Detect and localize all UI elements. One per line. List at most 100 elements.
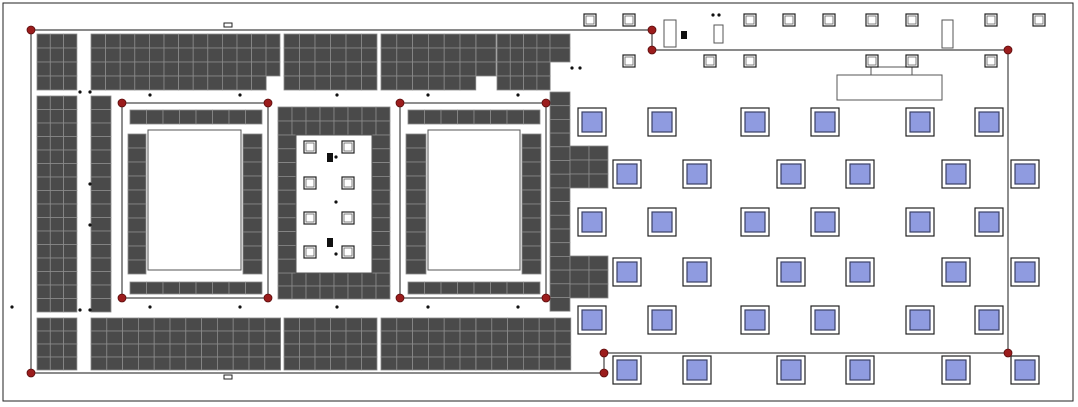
- parking-stall: [49, 95, 64, 110]
- parking-stall: [49, 217, 64, 232]
- parking-stall: [405, 245, 427, 261]
- outline-column-inner: [867, 56, 877, 66]
- parking-stall: [201, 330, 218, 345]
- outline-column: [341, 211, 355, 225]
- parking-stall: [396, 75, 413, 91]
- parking-stall: [371, 148, 391, 164]
- parking-stall: [333, 106, 349, 122]
- parking-stall: [277, 189, 297, 205]
- parking-stall: [63, 149, 78, 164]
- parking-stall: [427, 47, 445, 63]
- parking-stall: [63, 271, 78, 286]
- marker-dot: [78, 90, 82, 94]
- parking-stall: [90, 163, 112, 178]
- parking-stall: [361, 343, 378, 358]
- parking-stall: [236, 47, 253, 63]
- outline-column-inner: [305, 178, 315, 188]
- parking-stall: [333, 285, 349, 300]
- parking-stall: [549, 119, 571, 134]
- structural-column-core: [651, 309, 673, 331]
- parking-stall: [299, 317, 316, 332]
- parking-stall: [521, 133, 542, 149]
- parking-stall: [277, 120, 293, 136]
- parking-stall: [178, 33, 194, 49]
- parking-stall: [490, 109, 508, 125]
- parking-stall: [90, 230, 112, 245]
- marker-dot: [334, 252, 338, 256]
- outline-column: [303, 176, 317, 190]
- anchor-node: [599, 368, 609, 378]
- outline-column: [905, 13, 919, 27]
- parking-stall: [412, 317, 429, 332]
- parking-stall: [137, 330, 155, 345]
- parking-stall: [90, 122, 112, 137]
- parking-stall: [549, 187, 571, 202]
- parking-stall: [380, 47, 398, 63]
- parking-stall: [36, 47, 51, 63]
- parking-stall: [36, 271, 51, 286]
- parking-stall: [371, 217, 391, 233]
- parking-stall: [153, 330, 171, 345]
- parking-stall: [49, 33, 64, 49]
- parking-stall: [536, 47, 551, 63]
- parking-stall: [242, 259, 263, 275]
- parking-stall: [330, 356, 347, 371]
- left-courtyard: [121, 102, 269, 299]
- parking-stall: [345, 317, 362, 332]
- parking-stall: [49, 203, 64, 218]
- parking-stall: [49, 75, 64, 91]
- parking-stall: [90, 343, 108, 358]
- outline-column-inner: [745, 15, 755, 25]
- parking-stall: [127, 217, 147, 233]
- parking-stall: [127, 189, 147, 205]
- parking-stall: [36, 298, 51, 313]
- structural-column-core: [909, 309, 931, 331]
- parking-stall: [221, 75, 238, 91]
- parking-stall: [491, 317, 508, 332]
- marker-dot: [238, 93, 242, 97]
- parking-stall: [277, 244, 297, 260]
- parking-stall: [179, 109, 197, 125]
- outline-column: [303, 211, 317, 225]
- parking-stall: [299, 33, 316, 49]
- parking-stall: [242, 175, 263, 191]
- parking-stall: [443, 330, 461, 345]
- parking-stall: [146, 281, 164, 295]
- parking-stall: [63, 230, 78, 245]
- parking-stall: [49, 298, 64, 313]
- parking-stall: [405, 217, 427, 233]
- parking-stall: [523, 75, 538, 91]
- marker-dot: [88, 182, 92, 186]
- parking-stall: [549, 33, 571, 49]
- outline-column: [341, 140, 355, 154]
- parking-stall: [371, 258, 391, 274]
- parking-stall: [179, 281, 197, 295]
- parking-stall: [63, 257, 78, 272]
- parking-stall: [588, 159, 609, 175]
- parking-stall: [106, 317, 124, 332]
- parking-stall: [195, 109, 213, 125]
- structural-column-core: [581, 309, 603, 331]
- parking-stall: [380, 317, 398, 332]
- parking-stall: [36, 217, 51, 232]
- parking-stall: [549, 214, 571, 230]
- parking-stall: [412, 33, 429, 49]
- parking-stall: [148, 33, 165, 49]
- parking-stall: [443, 61, 461, 77]
- structural-column-core: [849, 163, 871, 185]
- parking-stall: [588, 255, 609, 271]
- parking-stall: [490, 281, 508, 295]
- outline-column-inner: [305, 247, 315, 257]
- parking-stall: [509, 61, 524, 77]
- parking-stall: [412, 61, 429, 77]
- parking-stall: [185, 330, 203, 345]
- parking-stall: [380, 33, 398, 49]
- parking-stall: [134, 75, 150, 91]
- structural-column-core: [651, 211, 673, 233]
- parking-stall: [412, 356, 429, 371]
- parking-stall: [63, 95, 78, 110]
- structural-columns: [577, 107, 1040, 385]
- parking-stall: [163, 47, 180, 63]
- parking-stall: [396, 61, 413, 77]
- parking-stall: [523, 356, 540, 371]
